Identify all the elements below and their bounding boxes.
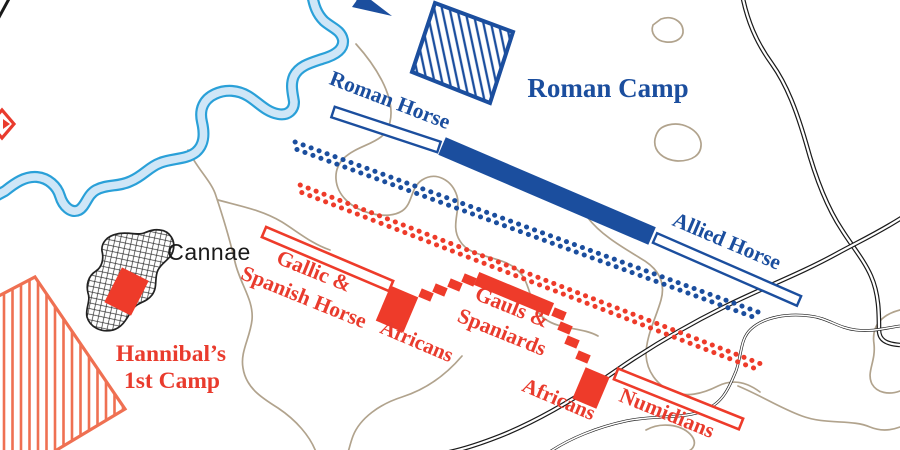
roman-skirmisher-line xyxy=(290,139,761,321)
gauls-spaniards-line xyxy=(473,271,555,317)
hannibal-camp-label-line2: 1st Camp xyxy=(124,368,220,394)
numidians-unit xyxy=(612,366,745,431)
red-diamond-marker xyxy=(0,107,17,141)
hannibal-camp-area xyxy=(0,274,128,450)
river xyxy=(0,0,350,217)
hannibal-camp-label-line1: Hannibal’s xyxy=(116,341,226,367)
cannae-town xyxy=(85,228,175,332)
roman-horse-unit xyxy=(329,105,443,154)
gauls-spaniards-echelon-east xyxy=(551,307,591,364)
allied-horse-unit xyxy=(651,231,803,308)
road-diagonal xyxy=(448,216,900,450)
africans-west-label: Africans xyxy=(377,315,457,367)
road-corner-fragment xyxy=(0,0,11,19)
africans-west-unit xyxy=(375,285,419,333)
roman-camp-label: Roman Camp xyxy=(527,73,688,103)
cannae-town-marker xyxy=(104,267,149,316)
road-minor xyxy=(550,313,900,450)
gauls-spaniards-echelon-west xyxy=(418,273,477,302)
roman-camp-area xyxy=(409,0,516,106)
cannae-label: Cannae xyxy=(167,239,251,265)
direction-arrow-icon xyxy=(352,0,392,16)
carthaginian-skirmisher-line xyxy=(295,182,764,373)
roman-legion-line xyxy=(438,137,656,245)
africans-east-unit xyxy=(572,367,610,409)
